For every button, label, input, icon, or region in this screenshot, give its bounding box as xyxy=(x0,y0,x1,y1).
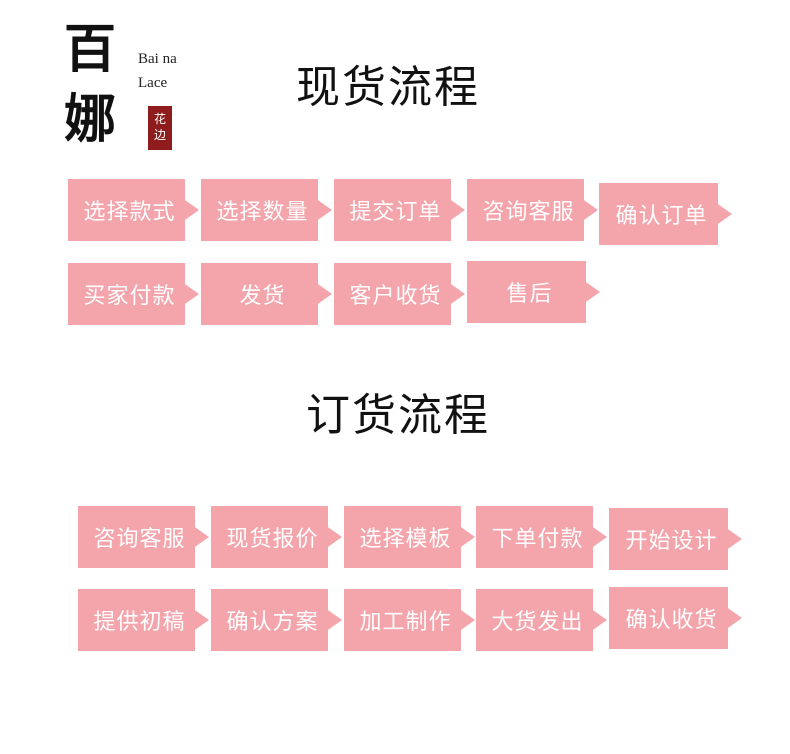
seal-char-1: 花 xyxy=(153,112,166,127)
order-step-1: 咨询客服 xyxy=(78,506,209,568)
order-flow-title: 订货流程 xyxy=(306,390,490,441)
order-step-2: 现货报价 xyxy=(211,506,342,568)
logo-en-line1: Bai na xyxy=(138,51,177,67)
logo-char-bai: 百 xyxy=(64,19,117,80)
stock-step-8: 客户收货 xyxy=(334,263,465,325)
stock-step-7: 发货 xyxy=(201,263,332,325)
logo-en-line2: Lace xyxy=(138,75,168,91)
stock-flow-title: 现货流程 xyxy=(296,62,480,113)
order-step-9: 大货发出 xyxy=(476,589,607,651)
order-step-8: 加工制作 xyxy=(344,589,475,651)
seal-char-2: 边 xyxy=(153,128,166,142)
stock-step-4: 咨询客服 xyxy=(467,179,598,241)
stock-step-3: 提交订单 xyxy=(334,179,465,241)
order-step-6: 提供初稿 xyxy=(78,589,209,651)
stock-step-9: 售后 xyxy=(467,261,600,323)
stock-step-6: 买家付款 xyxy=(68,263,199,325)
order-step-10: 确认收货 xyxy=(609,587,742,649)
order-step-5: 开始设计 xyxy=(609,508,742,570)
order-step-4: 下单付款 xyxy=(476,506,607,568)
logo-char-na: 娜 xyxy=(64,89,117,150)
stock-step-5: 确认订单 xyxy=(599,183,732,245)
stock-step-1: 选择款式 xyxy=(68,179,199,241)
seal-stamp: 花 边 xyxy=(148,106,172,150)
stock-step-2: 选择数量 xyxy=(201,179,332,241)
order-step-3: 选择模板 xyxy=(344,506,475,568)
order-step-7: 确认方案 xyxy=(211,589,342,651)
